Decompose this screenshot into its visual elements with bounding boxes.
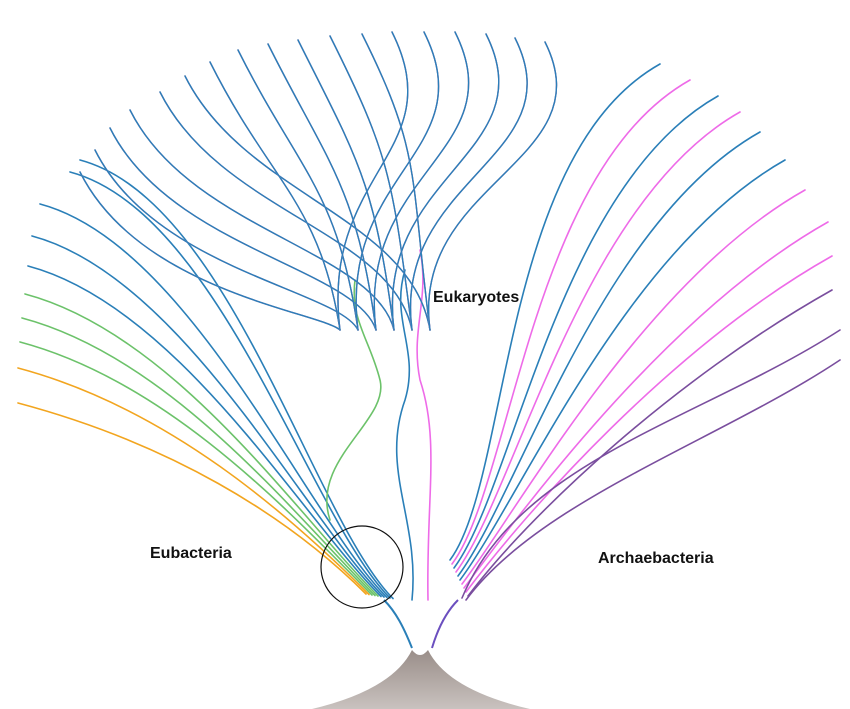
eukaryote-branch-5-blue (184, 75, 431, 331)
archaebacteria-label: Archaebacteria (598, 550, 714, 567)
eukaryote-branch-11-blue (361, 33, 431, 331)
eubacteria-branch-2 (19, 341, 373, 596)
eukaryote-branch-9-pink (297, 39, 395, 331)
eukaryote-branch-15-green (391, 33, 500, 331)
euk-trunk-green (326, 279, 382, 521)
eukaryote-branch-2-pink (109, 127, 377, 331)
eubacteria-branch-3 (21, 317, 376, 597)
archaea-branch-9 (449, 63, 661, 561)
archaea-branch-8 (451, 79, 691, 565)
archaea-branch-0 (467, 289, 833, 597)
eukaryotes-label: Eukaryotes (433, 289, 520, 306)
eubacteria-stem (383, 599, 413, 649)
archaea-branch-7 (453, 95, 719, 569)
eukaryote-branch-7-blue (237, 49, 359, 331)
eubacteria-branch-4 (24, 293, 379, 597)
archaea-branch-6 (455, 111, 741, 573)
euk-trunk-blue (395, 269, 414, 601)
eukaryote-branch-1-blue (94, 149, 359, 331)
eukaryote-branch-8-blue (267, 43, 377, 331)
archaea-branch-5 (457, 131, 761, 577)
eukaryote-branch-9-blue (297, 39, 395, 331)
archaea-branch-purple-2 (461, 329, 841, 599)
eukaryote-branch-6-blue (209, 61, 341, 331)
eukaryote-branch-7-green (237, 49, 359, 331)
branch-lines (17, 31, 841, 601)
eubacteria-branch-5 (27, 265, 382, 598)
eukaryote-branch-15-blue (391, 33, 500, 331)
trunk-base (312, 650, 530, 709)
eukaryote-branch-7-pink (237, 49, 359, 331)
eukaryote-branch-2-green (109, 127, 377, 331)
eukaryote-branch-14-blue (373, 31, 470, 331)
eubacteria-branch-7 (39, 203, 388, 599)
eubacteria-branch-9 (79, 159, 394, 600)
archaea-branch-2 (463, 221, 829, 589)
eukaryote-branch-4-blue (159, 91, 413, 331)
eubacteria-branch-8 (69, 171, 391, 599)
eukaryote-branch-12-blue (337, 31, 409, 331)
eukaryote-branch-13-blue (355, 31, 440, 331)
eukaryote-branch-16-blue (409, 37, 528, 331)
archaea-branch-purple-3 (465, 359, 841, 601)
eukaryote-branch-3-blue (129, 109, 395, 331)
eukaryote-branch-9-green (297, 39, 395, 331)
eubacteria-branch-0 (17, 402, 367, 595)
eubacteria-branch-6 (31, 235, 385, 598)
eukaryote-branch-10-blue (329, 35, 413, 331)
eubacteria-branch-1 (17, 367, 370, 596)
highlight-circle (320, 525, 404, 609)
archaea-branch-1 (465, 255, 833, 593)
archaea-branch-4 (459, 159, 786, 581)
eukaryote-branch-0-blue (79, 171, 341, 331)
archaea-stem (431, 599, 459, 649)
eukaryote-branch-15-pink (391, 33, 500, 331)
eubacteria-label: Eubacteria (150, 545, 232, 562)
euk-trunk-pink (416, 249, 432, 601)
archaea-branch-3 (461, 189, 806, 585)
eukaryote-branch-2-blue (109, 127, 377, 331)
eukaryote-branch-17-blue (427, 41, 558, 331)
